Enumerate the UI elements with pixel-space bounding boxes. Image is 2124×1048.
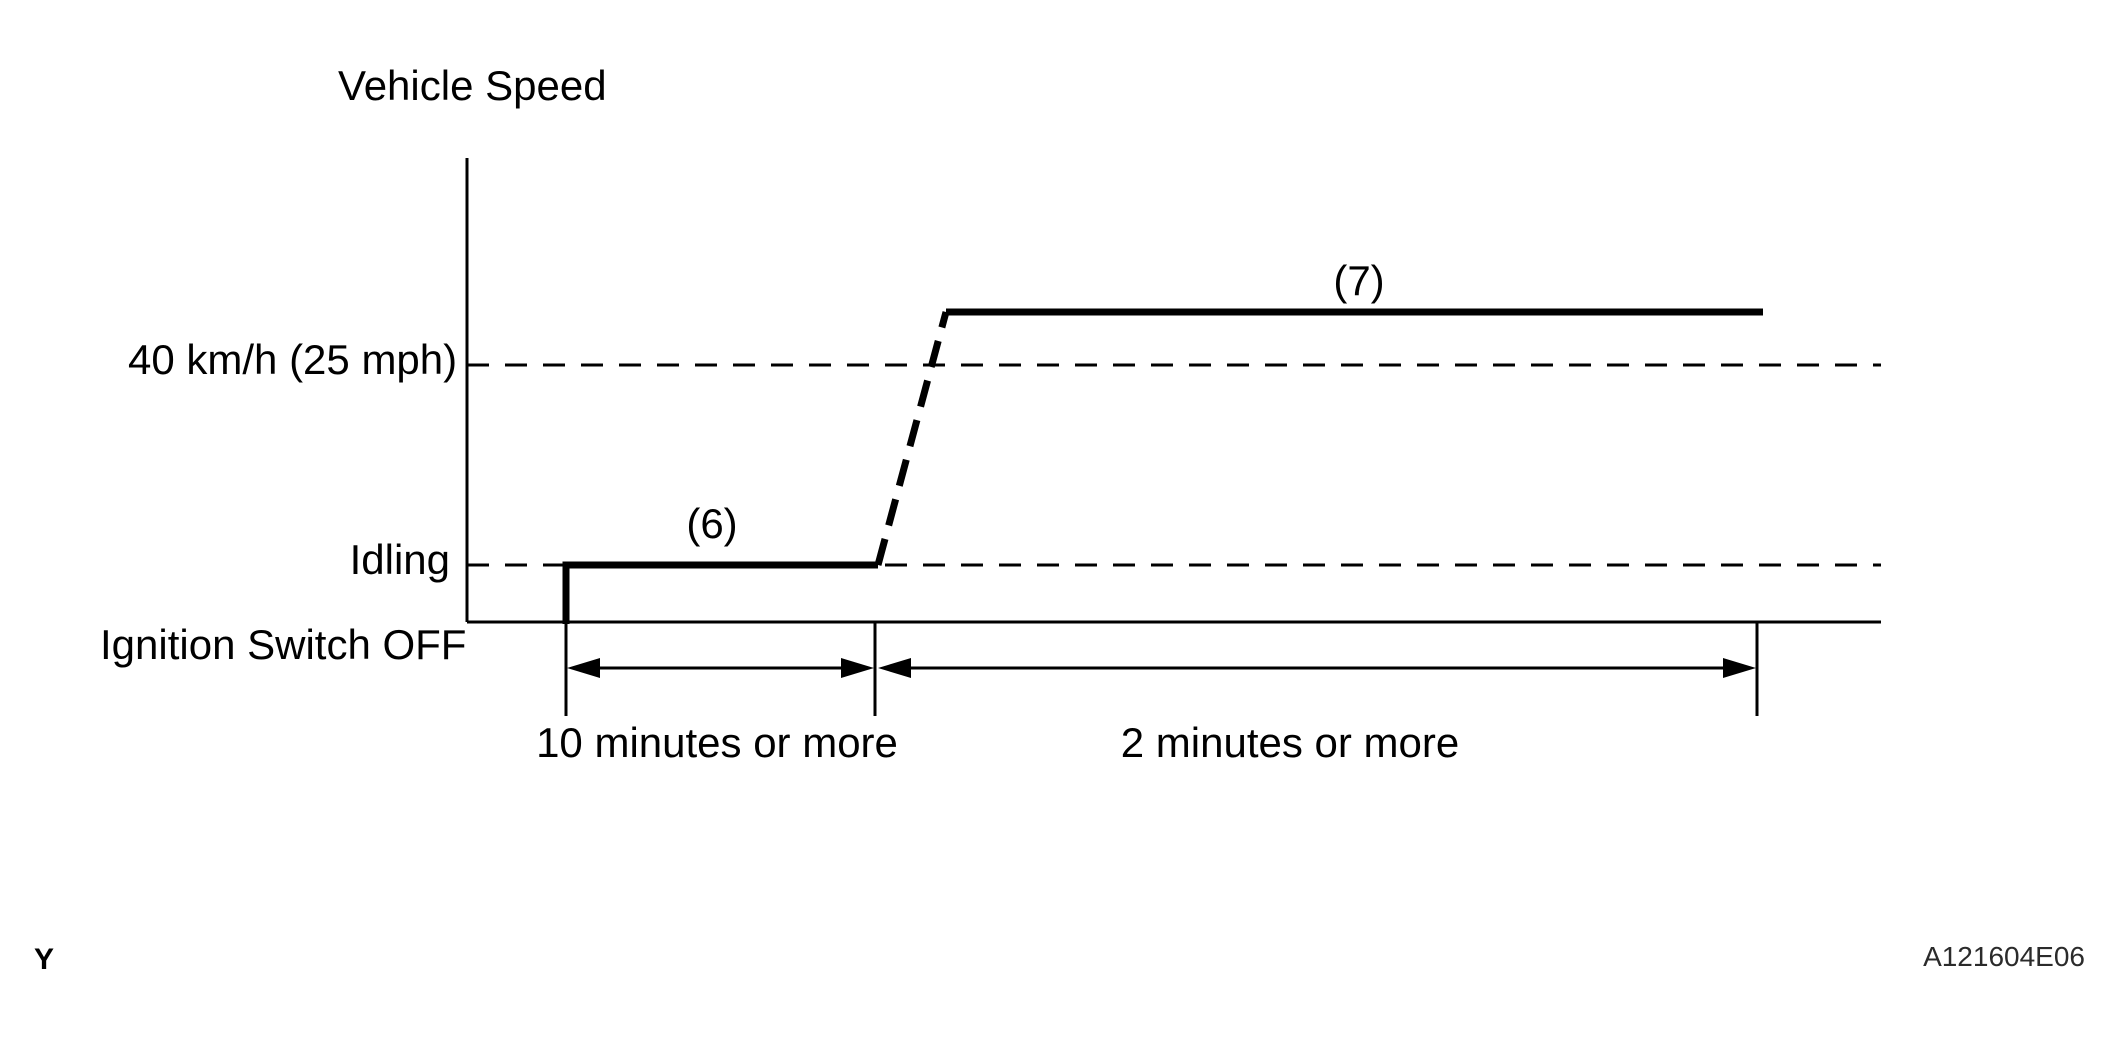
- acceleration-dashed-line: [874, 311, 950, 566]
- idling-label: Idling: [349, 536, 450, 583]
- ignition-off-label: Ignition Switch OFF: [100, 621, 467, 668]
- cruise-duration-label: 2 minutes or more: [1120, 719, 1460, 766]
- idle-segment-line: [562, 561, 878, 624]
- speed-threshold-label: 40 km/h (25 mph): [128, 336, 458, 383]
- idle-duration-label: 10 minutes or more: [536, 719, 898, 766]
- figure-code: A121604E06: [1923, 941, 2085, 972]
- cruise-phase-label: (7): [1333, 257, 1385, 304]
- idle-phase-label: (6): [686, 500, 738, 547]
- y-axis-title: Vehicle Speed: [338, 62, 607, 109]
- page-marker: Y: [34, 943, 55, 976]
- duration-arrow-idle: [567, 658, 874, 678]
- duration-arrow-cruise: [878, 658, 1756, 678]
